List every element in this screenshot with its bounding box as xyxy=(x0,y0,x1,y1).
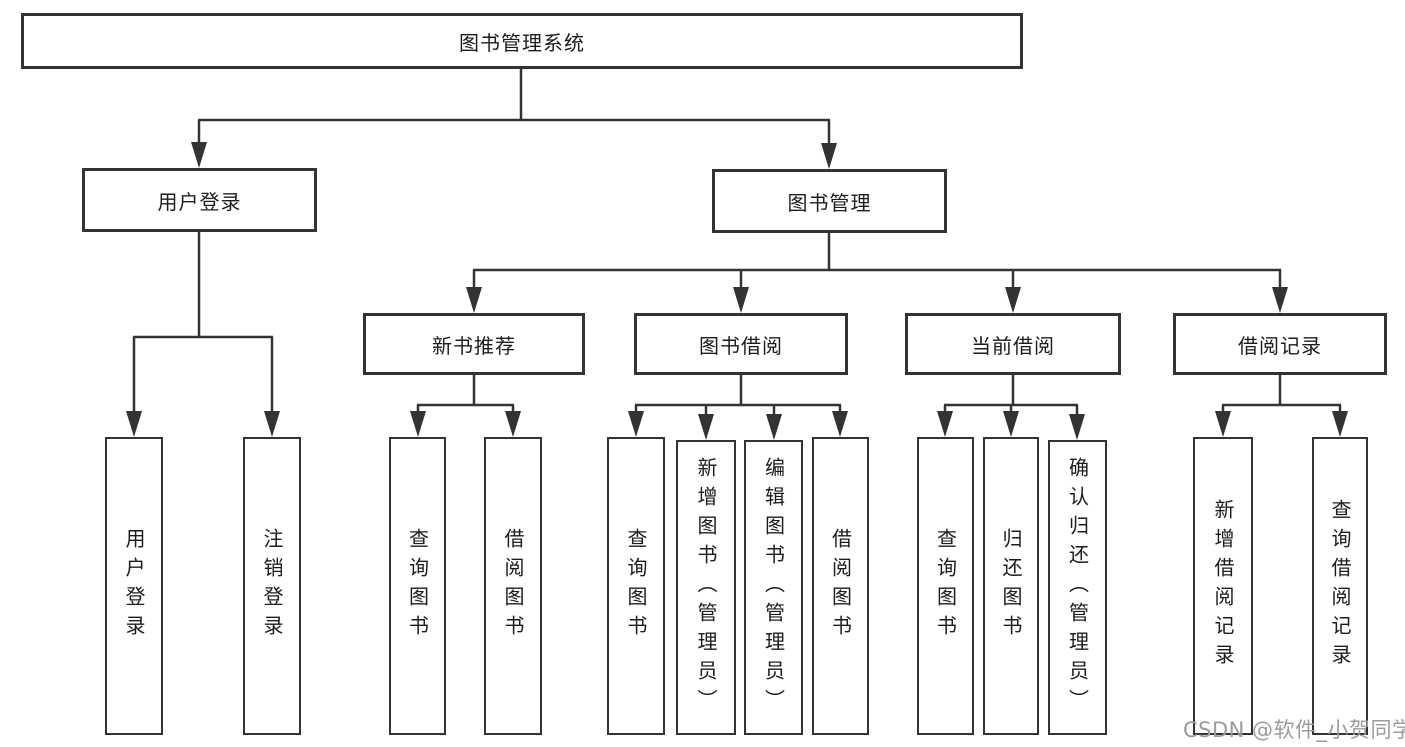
leaf-edit-books-admin: 编辑图书（管理员） xyxy=(744,440,803,735)
arrowhead-icon xyxy=(126,411,142,437)
arrowhead-icon xyxy=(832,411,848,437)
arrowhead-icon xyxy=(264,411,280,437)
node-user-login: 用户登录 xyxy=(82,168,317,232)
leaf-return-books: 归还图书 xyxy=(983,437,1039,735)
node-borrow-records: 借阅记录 xyxy=(1173,313,1387,375)
leaf-label: 新增借阅记录 xyxy=(1211,499,1235,673)
leaf-label: 归还图书 xyxy=(999,528,1023,644)
leaf-query-books: 查询图书 xyxy=(917,437,974,735)
leaf-user-login: 用户登录 xyxy=(105,437,163,735)
node-label: 新书推荐 xyxy=(432,333,516,358)
leaf-add-borrow-record: 新增借阅记录 xyxy=(1193,437,1253,735)
arrowhead-icon xyxy=(698,414,714,440)
leaf-label: 借阅图书 xyxy=(501,528,525,644)
leaf-add-books-admin: 新增图书（管理员） xyxy=(676,440,736,735)
leaf-label: 新增图书（管理员） xyxy=(694,457,718,718)
leaf-label: 借阅图书 xyxy=(828,528,853,644)
leaf-label: 注销登录 xyxy=(260,528,284,644)
leaf-query-books: 查询图书 xyxy=(607,437,665,735)
leaf-label: 确认归还（管理员） xyxy=(1065,457,1090,718)
node-label: 图书管理系统 xyxy=(459,30,585,55)
arrowhead-icon xyxy=(505,411,521,437)
node-new-book-recommendation: 新书推荐 xyxy=(363,313,585,375)
node-book-borrowing: 图书借阅 xyxy=(634,313,848,375)
csdn-watermark: CSDN @软件_小贺同学 xyxy=(1183,718,1405,742)
arrowhead-icon xyxy=(766,414,782,440)
leaf-query-books: 查询图书 xyxy=(389,437,446,735)
node-current-borrowing: 当前借阅 xyxy=(905,313,1121,375)
arrowhead-icon xyxy=(1272,287,1288,313)
leaf-borrow-books: 借阅图书 xyxy=(484,437,542,735)
leaf-confirm-return-admin: 确认归还（管理员） xyxy=(1048,440,1107,735)
node-library-management-system: 图书管理系统 xyxy=(21,13,1023,69)
leaf-label: 查询借阅记录 xyxy=(1328,499,1352,673)
arrowhead-icon xyxy=(733,287,749,313)
arrowhead-icon xyxy=(466,287,482,313)
leaf-logout: 注销登录 xyxy=(243,437,301,735)
node-label: 用户登录 xyxy=(157,189,242,214)
node-label: 当前借阅 xyxy=(971,333,1055,358)
arrowhead-icon xyxy=(628,411,644,437)
arrowhead-icon xyxy=(191,142,207,168)
arrowhead-icon xyxy=(1069,414,1085,440)
arrowhead-icon xyxy=(1003,411,1019,437)
leaf-label: 查询图书 xyxy=(933,528,958,644)
leaf-query-borrow-record: 查询借阅记录 xyxy=(1312,437,1368,735)
node-label: 图书借阅 xyxy=(699,333,783,358)
arrowhead-icon xyxy=(1005,287,1021,313)
node-label: 图书管理 xyxy=(787,190,872,215)
leaf-label: 查询图书 xyxy=(405,528,430,644)
arrowhead-icon xyxy=(1215,411,1231,437)
arrowhead-icon xyxy=(937,411,953,437)
leaf-label: 查询图书 xyxy=(624,528,648,644)
arrowhead-icon xyxy=(410,411,426,437)
leaf-label: 编辑图书（管理员） xyxy=(761,457,786,718)
arrowhead-icon xyxy=(821,143,837,169)
leaf-label: 用户登录 xyxy=(122,528,146,644)
node-label: 借阅记录 xyxy=(1238,333,1322,358)
node-book-management: 图书管理 xyxy=(712,169,947,233)
arrowhead-icon xyxy=(1332,411,1348,437)
leaf-borrow-books: 借阅图书 xyxy=(812,437,869,735)
